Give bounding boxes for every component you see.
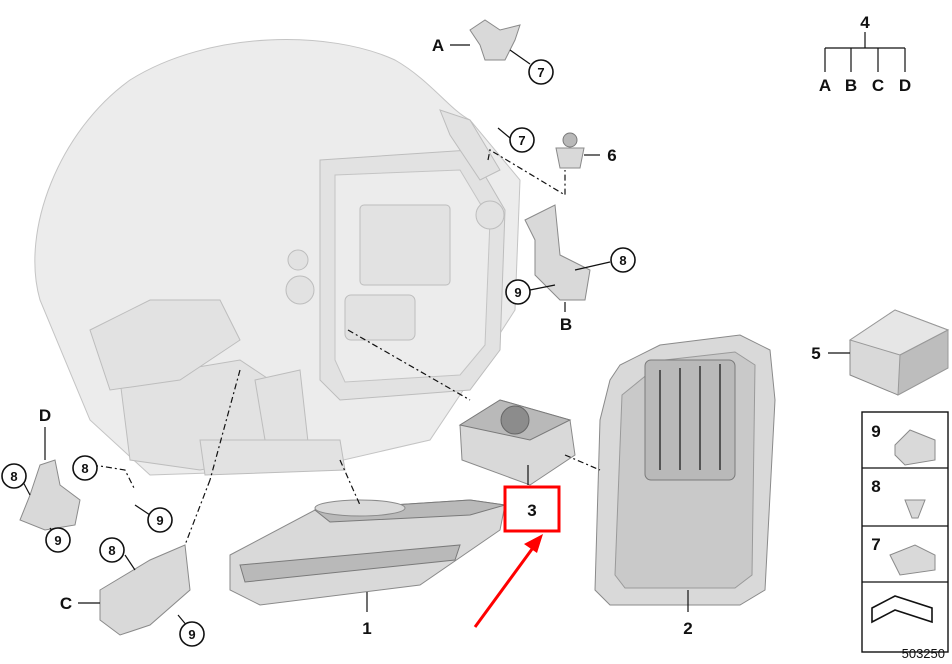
- highlight-arrow-line: [473, 544, 537, 628]
- callout-7a-circle: [528, 59, 554, 85]
- highlight-box-part-3: [503, 485, 561, 533]
- diagram-id: 503250: [902, 646, 945, 661]
- callout-9d: 9: [188, 627, 195, 642]
- callout-8c-circle: [1, 463, 27, 489]
- label-part-3: 3: [527, 501, 536, 520]
- bracket-label-d: D: [39, 406, 51, 425]
- callout-8b: 8: [81, 461, 88, 476]
- variant-tree: [824, 32, 906, 72]
- label-part-2: 2: [683, 619, 692, 638]
- bracket-d[interactable]: [19, 459, 81, 531]
- callout-7a: 7: [537, 65, 544, 80]
- label-part-6: 6: [607, 146, 616, 165]
- sidebar-label-8: 8: [871, 477, 880, 496]
- callout-9b: 9: [156, 513, 163, 528]
- callout-circles: [1, 59, 636, 647]
- sidebar-screw-8[interactable]: [904, 499, 926, 519]
- bracket-a[interactable]: [469, 19, 521, 61]
- callout-9c: 9: [54, 533, 61, 548]
- sidebar-label-9: 9: [871, 422, 880, 441]
- callout-9b-circle: [147, 507, 173, 533]
- callout-8a-circle: [610, 247, 636, 273]
- bracket-label-c: C: [60, 594, 72, 613]
- callout-9a-circle: [505, 279, 531, 305]
- sidebar-fasteners: [861, 411, 949, 653]
- label-part-4: 4: [860, 13, 870, 32]
- callout-7b: 7: [518, 133, 525, 148]
- part-2-cover-frame[interactable]: [594, 334, 776, 606]
- bracket-b[interactable]: [524, 204, 591, 301]
- callout-8c: 8: [10, 469, 17, 484]
- bracket-label-a: A: [432, 36, 444, 55]
- callout-7b-circle: [509, 127, 535, 153]
- headlight-housing: [34, 39, 521, 476]
- labels: 1 2 3 4 5 6 A B C D A B C D 7 7 8 9 8 9 …: [10, 13, 945, 661]
- sidebar-label-7: 7: [871, 535, 880, 554]
- tree-label-a: A: [819, 76, 831, 95]
- tree-label-d: D: [899, 76, 911, 95]
- part-1-control-unit[interactable]: [229, 499, 506, 606]
- highlight: [473, 485, 561, 628]
- tree-label-c: C: [872, 76, 884, 95]
- tree-label-b: B: [845, 76, 857, 95]
- callout-9c-circle: [45, 527, 71, 553]
- sidebar-clip-7[interactable]: [889, 544, 936, 576]
- sidebar-nut-9[interactable]: [894, 429, 936, 466]
- callout-8b-circle: [72, 455, 98, 481]
- label-part-1: 1: [362, 619, 371, 638]
- bracket-c[interactable]: [99, 544, 191, 636]
- part-3-fan[interactable]: [458, 399, 576, 486]
- callout-8a: 8: [619, 253, 626, 268]
- bracket-label-b: B: [560, 315, 572, 334]
- part-5-box[interactable]: [848, 309, 950, 396]
- callout-9d-circle: [179, 621, 205, 647]
- callout-9a: 9: [514, 285, 521, 300]
- label-part-5: 5: [811, 344, 820, 363]
- part-6-plug[interactable]: [555, 132, 585, 169]
- sidebar-seal-outline[interactable]: [871, 595, 933, 624]
- callout-8d: 8: [108, 543, 115, 558]
- callout-8d-circle: [99, 537, 125, 563]
- highlight-arrow-head: [524, 534, 543, 553]
